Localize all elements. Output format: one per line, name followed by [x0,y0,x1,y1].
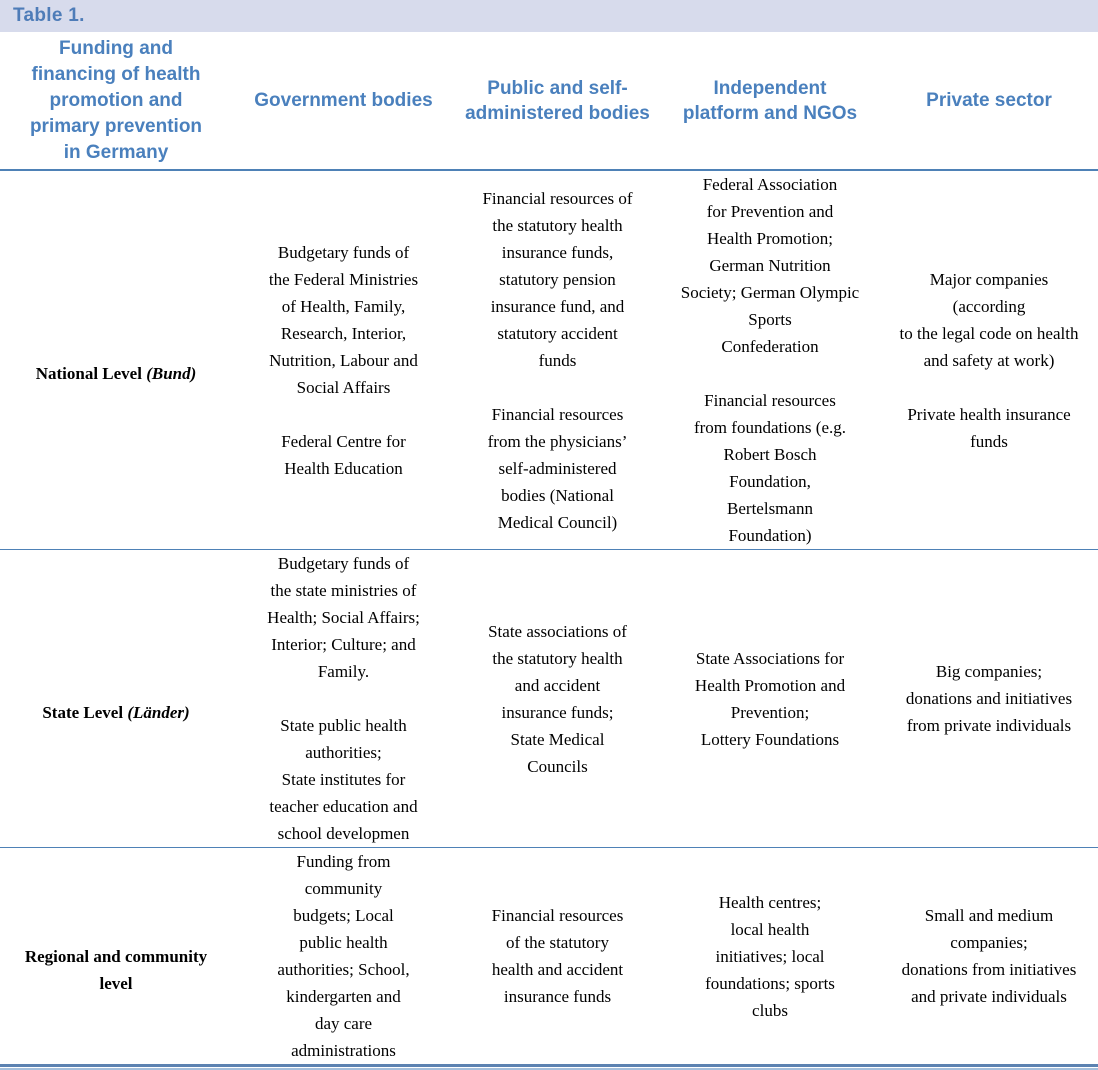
cell-national-public-bodies: Financial resources of the statutory hea… [455,170,660,550]
column-header-private-sector: Private sector [880,32,1098,171]
cell-paragraph: Financial resources from the physicians’… [487,404,628,532]
cell-paragraph: Budgetary funds of the Federal Ministrie… [268,242,419,397]
cell-paragraph: Small and medium companies; donations fr… [901,906,1077,1006]
cell-regional-private-sector: Small and medium companies; donations fr… [880,848,1098,1065]
cell-paragraph: State public health authorities; State i… [269,716,418,843]
cell-regional-government: Funding from community budgets; Local pu… [232,848,455,1065]
table-title-bar: Table 1. [0,0,1098,32]
cell-paragraph: Federal Association for Prevention and H… [680,175,860,356]
cell-state-government: Budgetary funds of the state ministries … [232,549,455,848]
cell-paragraph: Federal Centre for Health Education [281,431,406,478]
row-label-regional: Regional and community level [0,848,232,1065]
cell-paragraph: Health centres; local health initiatives… [705,892,835,1020]
cell-state-ngos: State Associations for Health Promotion … [660,549,880,848]
column-header-ngos: Independent platform and NGOs [660,32,880,171]
table-row-national: National Level (Bund) Budgetary funds of… [0,170,1098,550]
row-label-text: National Level [35,364,147,383]
cell-paragraph: Major companies (according to the legal … [899,269,1079,370]
cell-state-public-bodies: State associations of the statutory heal… [455,549,660,848]
cell-paragraph: Financial resources from foundations (e.… [693,391,847,545]
cell-regional-ngos: Health centres; local health initiatives… [660,848,880,1065]
row-label-italic: (Länder) [127,702,190,722]
cell-paragraph: Funding from community budgets; Local pu… [277,852,410,1060]
row-label-text: Regional and community level [24,946,208,993]
table-row-state: State Level (Länder) Budgetary funds of … [0,549,1098,848]
table-title: Table 1. [13,5,85,26]
cell-paragraph: Big companies; donations and initiatives… [905,662,1073,735]
column-header-public-bodies: Public and self- administered bodies [455,32,660,171]
cell-paragraph: Financial resources of the statutory hea… [491,906,624,1006]
column-header-government: Government bodies [232,32,455,171]
row-label-italic: (Bund) [146,364,197,383]
cell-national-ngos: Federal Association for Prevention and H… [660,170,880,550]
header-row: Funding and financing of health promotio… [0,32,1098,171]
cell-paragraph: State Associations for Health Promotion … [694,648,846,749]
cell-paragraph: State associations of the statutory heal… [488,621,627,776]
cell-regional-public-bodies: Financial resources of the statutory hea… [455,848,660,1065]
cell-paragraph: Budgetary funds of the state ministries … [267,554,420,681]
cell-paragraph: Private health insurance funds [907,404,1071,451]
cell-national-government: Budgetary funds of the Federal Ministrie… [232,170,455,550]
table-row-regional: Regional and community level Funding fro… [0,848,1098,1065]
cell-national-private-sector: Major companies (according to the legal … [880,170,1098,550]
cell-state-private-sector: Big companies; donations and initiatives… [880,549,1098,848]
row-label-national: National Level (Bund) [0,170,232,550]
row-label-text: State Level [42,702,128,722]
row-label-state: State Level (Länder) [0,549,232,848]
funding-table: Funding and financing of health promotio… [0,32,1098,1064]
corner-header: Funding and financing of health promotio… [0,32,232,171]
cell-paragraph: Financial resources of the statutory hea… [482,188,633,370]
